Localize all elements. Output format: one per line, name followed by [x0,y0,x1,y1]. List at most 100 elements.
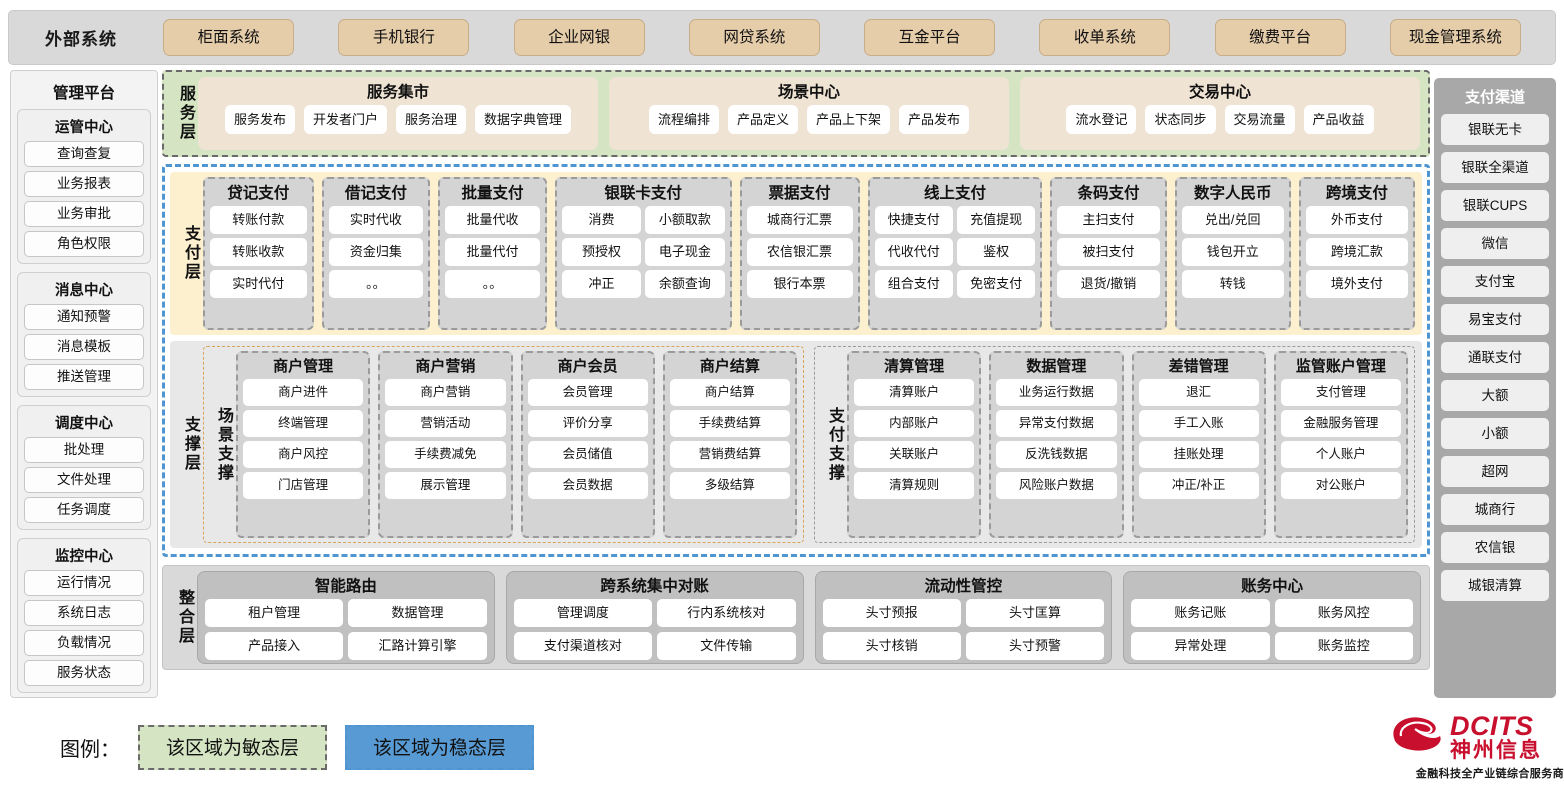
integration-chip[interactable]: 支付渠道核对 [513,632,653,660]
service-chip[interactable]: 状态同步 [1145,105,1216,134]
payment-chip[interactable]: 代收代付 [874,238,953,266]
support-chip[interactable]: 商户营销 [385,379,506,406]
support-chip[interactable]: 异常支付数据 [996,410,1117,437]
sidebar-item-file-processing[interactable]: 文件处理 [24,467,144,493]
channel-item-unionpay-cups[interactable]: 银联CUPS [1441,190,1549,221]
payment-chip[interactable]: 资金归集 [328,238,424,266]
support-chip[interactable]: 手续费结算 [669,410,790,437]
support-chip[interactable]: 展示管理 [385,472,506,499]
sidebar-item-load-status[interactable]: 负载情况 [24,630,144,656]
channel-item-allinpay[interactable]: 通联支付 [1441,342,1549,373]
support-chip[interactable]: 内部账户 [854,410,975,437]
payment-chip[interactable]: 电子现金 [645,238,725,266]
integration-chip[interactable]: 文件传输 [657,632,796,660]
payment-chip[interactable]: 免密支付 [956,270,1036,298]
support-chip[interactable]: 营销费结算 [669,441,790,468]
payment-chip[interactable]: 实时代收 [328,206,424,234]
service-chip[interactable]: 交易流量 [1224,105,1295,134]
support-chip[interactable]: 反洗钱数据 [996,441,1117,468]
sidebar-item-system-log[interactable]: 系统日志 [24,600,144,626]
support-chip[interactable]: 评价分享 [527,410,648,437]
payment-chip[interactable]: 被扫支付 [1057,238,1160,266]
channel-item-small-amount[interactable]: 小额 [1441,418,1549,449]
support-chip[interactable]: 营销活动 [385,410,506,437]
support-chip[interactable]: 风险账户数据 [996,472,1117,499]
external-system-chip[interactable]: 网贷系统 [688,19,820,56]
service-chip[interactable]: 开发者门户 [303,105,387,134]
support-chip[interactable]: 多级结算 [669,472,790,499]
support-chip[interactable]: 对公账户 [1280,472,1401,499]
service-chip[interactable]: 产品发布 [899,105,970,134]
external-system-chip[interactable]: 企业网银 [513,19,645,56]
sidebar-item-business-approval[interactable]: 业务审批 [24,201,144,227]
payment-chip[interactable]: 小额取款 [645,206,725,234]
support-chip[interactable]: 会员储值 [527,441,648,468]
integration-chip[interactable]: 租户管理 [205,599,344,627]
integration-chip[interactable]: 账务记账 [1131,599,1270,627]
payment-chip[interactable]: 鉴权 [956,238,1036,266]
integration-chip[interactable]: 产品接入 [205,632,344,660]
payment-chip[interactable]: 钱包开立 [1181,238,1284,266]
payment-chip[interactable]: 转账付款 [210,206,307,234]
payment-chip[interactable]: 主扫支付 [1057,206,1160,234]
support-chip[interactable]: 会员管理 [527,379,648,406]
support-chip[interactable]: 冲正/补正 [1138,472,1259,499]
payment-chip[interactable]: 。。 [445,270,540,298]
sidebar-item-role-permission[interactable]: 角色权限 [24,231,144,257]
support-chip[interactable]: 金融服务管理 [1280,410,1401,437]
service-chip[interactable]: 服务发布 [224,105,295,134]
payment-chip[interactable]: 组合支付 [874,270,953,298]
external-system-chip[interactable]: 现金管理系统 [1389,19,1521,56]
service-chip[interactable]: 流水登记 [1066,105,1137,134]
payment-chip[interactable]: 。。 [328,270,424,298]
payment-chip[interactable]: 外币支付 [1305,206,1408,234]
service-chip[interactable]: 流程编排 [648,105,719,134]
sidebar-item-batch-processing[interactable]: 批处理 [24,437,144,463]
integration-chip[interactable]: 异常处理 [1131,632,1270,660]
support-chip[interactable]: 挂账处理 [1138,441,1259,468]
integration-chip[interactable]: 账务监控 [1274,632,1413,660]
support-chip[interactable]: 退汇 [1138,379,1259,406]
channel-item-large-amount[interactable]: 大额 [1441,380,1549,411]
support-chip[interactable]: 业务运行数据 [996,379,1117,406]
integration-chip[interactable]: 头寸预警 [965,632,1105,660]
payment-chip[interactable]: 充值提现 [956,206,1036,234]
sidebar-item-notification-alert[interactable]: 通知预警 [24,304,144,330]
sidebar-item-message-template[interactable]: 消息模板 [24,334,144,360]
integration-chip[interactable]: 数据管理 [348,599,487,627]
support-chip[interactable]: 关联账户 [854,441,975,468]
sidebar-item-task-scheduling[interactable]: 任务调度 [24,497,144,523]
channel-item-city-commercial-bank[interactable]: 城商行 [1441,494,1549,525]
payment-chip[interactable]: 兑出/兑回 [1181,206,1284,234]
payment-chip[interactable]: 预授权 [561,238,642,266]
support-chip[interactable]: 终端管理 [243,410,364,437]
external-system-chip[interactable]: 手机银行 [338,19,470,56]
support-chip[interactable]: 会员数据 [527,472,648,499]
payment-chip[interactable]: 批量代付 [445,238,540,266]
sidebar-item-running-status[interactable]: 运行情况 [24,570,144,596]
integration-chip[interactable]: 汇路计算引擎 [348,632,487,660]
integration-chip[interactable]: 账务风控 [1274,599,1413,627]
payment-chip[interactable]: 余额查询 [645,270,725,298]
payment-chip[interactable]: 冲正 [561,270,642,298]
integration-chip[interactable]: 头寸核销 [822,632,961,660]
support-chip[interactable]: 手续费减免 [385,441,506,468]
support-chip[interactable]: 清算规则 [854,472,975,499]
channel-item-yeepay[interactable]: 易宝支付 [1441,304,1549,335]
support-chip[interactable]: 手工入账 [1138,410,1259,437]
support-chip[interactable]: 个人账户 [1280,441,1401,468]
payment-chip[interactable]: 转钱 [1181,270,1284,298]
payment-chip[interactable]: 实时代付 [210,270,307,298]
channel-item-unionpay-omni[interactable]: 银联全渠道 [1441,152,1549,183]
channel-item-wechat[interactable]: 微信 [1441,228,1549,259]
integration-chip[interactable]: 头寸预报 [822,599,961,627]
channel-item-alipay[interactable]: 支付宝 [1441,266,1549,297]
payment-chip[interactable]: 跨境汇款 [1305,238,1408,266]
external-system-chip[interactable]: 收单系统 [1039,19,1171,56]
external-system-chip[interactable]: 柜面系统 [163,19,295,56]
sidebar-item-service-status[interactable]: 服务状态 [24,660,144,686]
payment-chip[interactable]: 批量代收 [445,206,540,234]
payment-chip[interactable]: 快捷支付 [874,206,953,234]
channel-item-supernet[interactable]: 超网 [1441,456,1549,487]
integration-chip[interactable]: 管理调度 [513,599,653,627]
